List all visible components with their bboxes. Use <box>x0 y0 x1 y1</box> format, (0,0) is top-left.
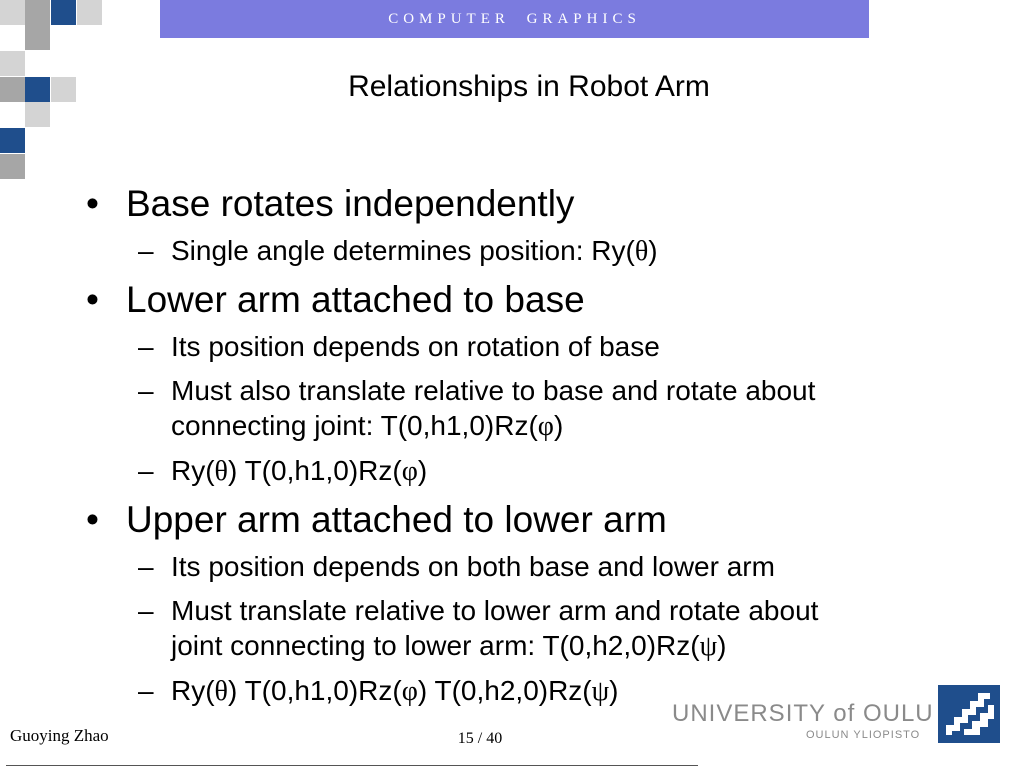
dash-marker: – <box>138 375 154 406</box>
dash-marker: – <box>138 551 154 582</box>
sub-bullet-text: joint connecting to lower arm: T(0,h2,0)… <box>171 630 700 661</box>
sub-bullet-text: ) <box>553 410 564 441</box>
deco-square <box>0 77 25 102</box>
deco-square <box>0 51 25 76</box>
sub-bullet-text: ) <box>609 675 619 706</box>
phi-symbol: φ <box>537 411 554 442</box>
bullet-marker: • <box>86 183 99 224</box>
deco-square <box>25 25 50 50</box>
sub-bullet-text: ) T(0,h2,0)Rz( <box>417 675 592 706</box>
sub-bullet-item: – Its position depends on both base and … <box>86 549 986 584</box>
bullet-text: Lower arm attached to base <box>126 279 585 320</box>
sub-bullet-item: – Must also translate relative to base a… <box>86 373 986 444</box>
page-total: 40 <box>486 730 503 747</box>
sub-bullet-text: ) <box>717 630 727 661</box>
psi-symbol: ψ <box>591 676 610 707</box>
theta-symbol: θ <box>214 676 228 707</box>
deco-square <box>0 128 25 153</box>
dash-marker: – <box>138 595 154 626</box>
deco-square <box>51 0 76 25</box>
sub-bullet-text: Ry( <box>171 675 215 706</box>
deco-square <box>51 77 76 102</box>
phi-symbol: φ <box>401 676 418 707</box>
sub-bullet-item: – Its position depends on rotation of ba… <box>86 329 986 364</box>
sub-bullet-text: ) <box>648 235 658 266</box>
university-logo-icon <box>938 685 1000 743</box>
page-current: 15 <box>457 730 474 747</box>
slide-content: • Base rotates independently – Single an… <box>86 182 986 718</box>
header-bar: COMPUTER GRAPHICS <box>160 0 869 38</box>
psi-symbol: ψ <box>699 631 718 662</box>
theta-symbol: θ <box>214 456 228 487</box>
sub-bullet-text: Single angle determines position: Ry( <box>171 235 635 266</box>
bullet-marker: • <box>86 499 99 540</box>
sub-bullet-text: ) <box>417 455 428 486</box>
slide-title: Relationships in Robot Arm <box>348 70 710 103</box>
theta-symbol: θ <box>634 236 649 267</box>
bullet-item: • Lower arm attached to base <box>86 278 986 322</box>
header-label: COMPUTER GRAPHICS <box>388 10 641 27</box>
sub-bullet-text: Must also translate relative to base and… <box>171 375 816 406</box>
sub-bullet-text: Must translate relative to lower arm and… <box>171 595 819 626</box>
sub-bullet-text: ) T(0,h1,0)Rz( <box>227 455 402 486</box>
dash-marker: – <box>138 455 154 486</box>
deco-square <box>77 0 102 25</box>
sub-bullet-item: – Ry(θ) T(0,h1,0)Rz(φ) T(0,h2,0)Rz(ψ) <box>86 673 986 709</box>
dash-marker: – <box>138 235 154 266</box>
dash-marker: – <box>138 675 154 706</box>
dash-marker: – <box>138 331 154 362</box>
page-number: 15 / 40 <box>440 730 520 748</box>
sub-bullet-text: connecting joint: T(0,h1,0)Rz( <box>171 410 538 441</box>
sub-bullet-text: Its position depends on both base and lo… <box>171 551 775 582</box>
footer-author: Guoying Zhao <box>10 726 109 745</box>
deco-square <box>25 77 50 102</box>
sub-bullet-item: – Single angle determines position: Ry(θ… <box>86 233 986 269</box>
deco-square <box>0 0 25 25</box>
university-subname: OULUN YLIOPISTO <box>806 729 921 741</box>
university-name: UNIVERSITY of OULU <box>672 700 934 727</box>
deco-square <box>25 102 50 127</box>
bullet-item: • Base rotates independently <box>86 182 986 226</box>
sub-bullet-text: ) T(0,h1,0)Rz( <box>227 675 402 706</box>
sub-bullet-item: – Must translate relative to lower arm a… <box>86 593 986 664</box>
deco-square <box>0 154 25 179</box>
bullet-text: Upper arm attached to lower arm <box>126 499 667 540</box>
bullet-text: Base rotates independently <box>126 183 575 224</box>
bullet-item: • Upper arm attached to lower arm <box>86 498 986 542</box>
deco-square <box>25 0 50 25</box>
sub-bullet-text: Ry( <box>171 455 215 486</box>
sub-bullet-item: – Ry(θ) T(0,h1,0)Rz(φ) <box>86 453 986 489</box>
bullet-marker: • <box>86 279 99 320</box>
footer-divider <box>6 765 698 766</box>
page-separator: / <box>477 730 483 747</box>
phi-symbol: φ <box>401 456 418 487</box>
sub-bullet-text: Its position depends on rotation of base <box>171 331 660 362</box>
